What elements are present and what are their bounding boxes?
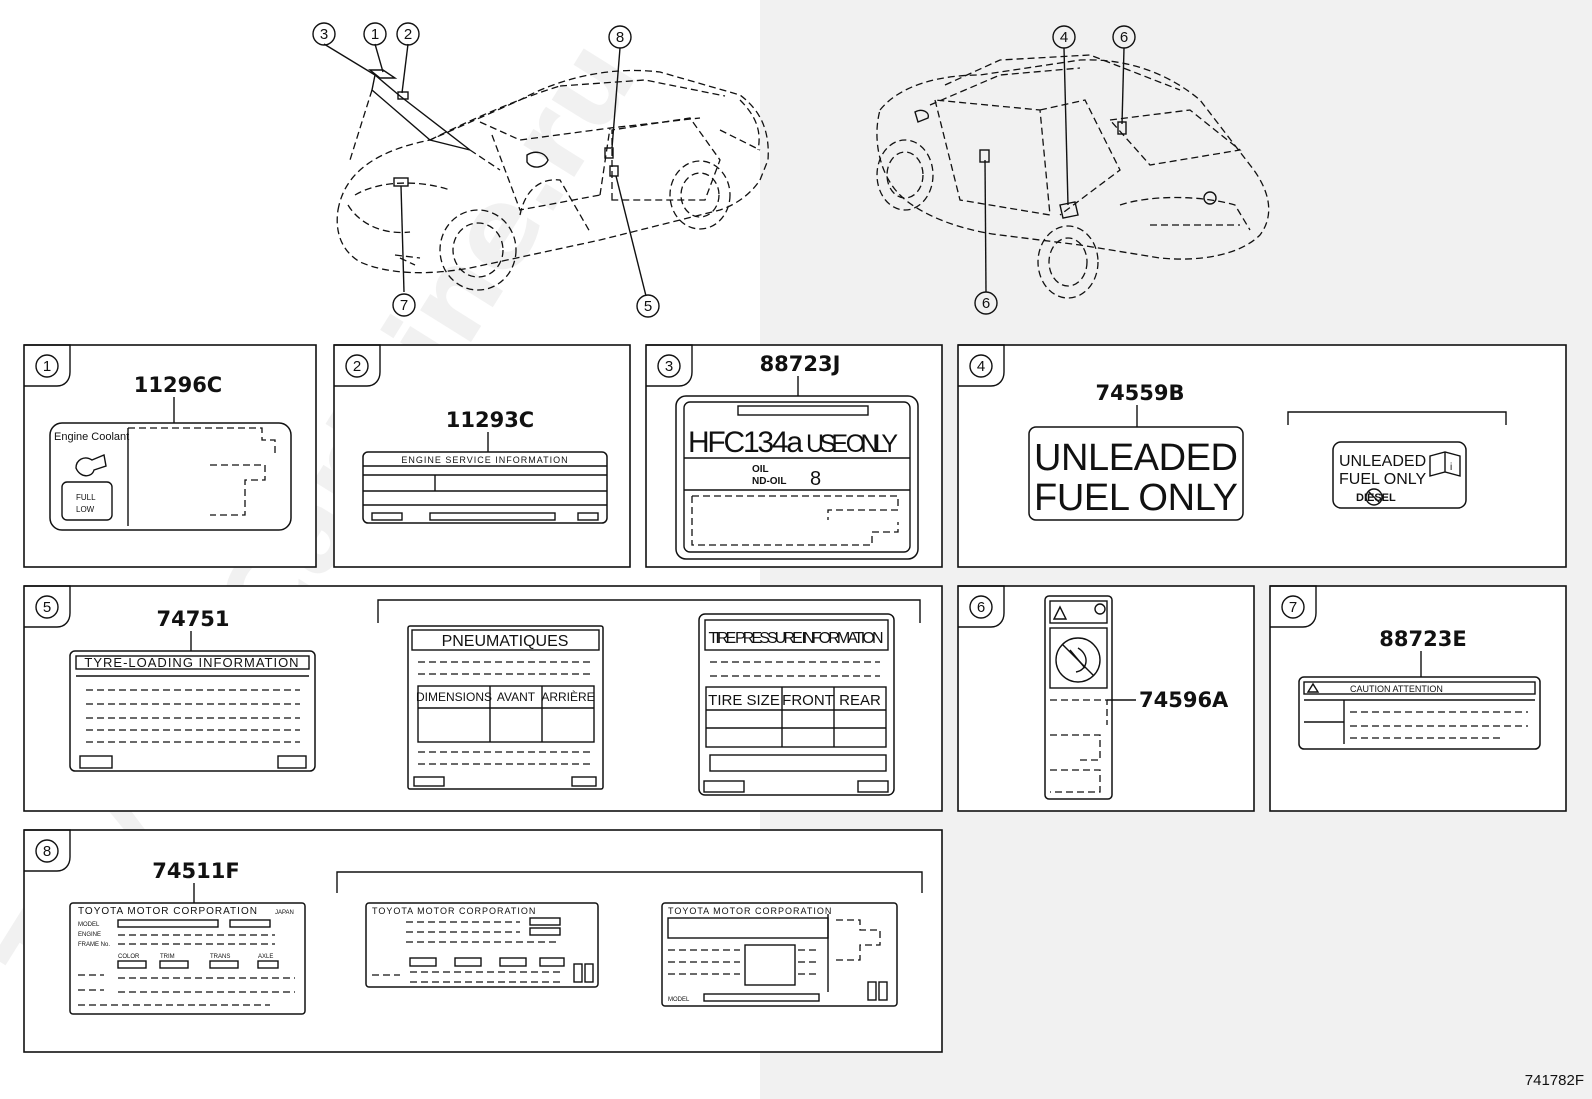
plate1-title: TOYOTA MOTOR CORPORATION <box>78 906 258 917</box>
pneu-col-arriere: ARRIÈRE <box>541 689 594 704</box>
front-car-illustration <box>336 69 769 291</box>
panel-8: 8 74511F TOYOTA MOTOR CORPORATION JAPAN … <box>23 829 943 1053</box>
callout-3: 3 <box>320 26 328 43</box>
tire-col-rear: REAR <box>839 692 881 709</box>
tire-col-size: TIRE SIZE <box>708 692 780 709</box>
pneumatiques-title: PNEUMATIQUES <box>442 633 569 650</box>
pneu-col-dimensions: DIMENSIONS <box>416 690 492 704</box>
coolant-low: LOW <box>76 505 95 514</box>
panel-7: 7 88723E CAUTION ATTENTION <box>1269 585 1567 812</box>
panel-8-number: 8 <box>43 843 51 860</box>
caution-attention-text: CAUTION ATTENTION <box>1350 684 1443 694</box>
panel-2-number: 2 <box>353 358 361 375</box>
panel-5: 5 74751 TYRE-LOADING INFORMATION PNEUMAT… <box>23 585 943 812</box>
part-74596A: 74596A <box>1139 688 1229 712</box>
pneu-col-avant: AVANT <box>497 690 536 704</box>
part-74511F: 74511F <box>152 859 239 883</box>
callout-5: 5 <box>644 298 652 315</box>
front-callouts: 3 1 2 8 7 5 <box>312 22 660 318</box>
coolant-full: FULL <box>76 493 96 502</box>
manual-i-icon: i <box>1450 462 1452 473</box>
part-11293C: 11293C <box>446 408 534 432</box>
panel-7-number: 7 <box>1289 599 1297 616</box>
engine-service-information: ENGINE SERVICE INFORMATION <box>401 455 568 465</box>
nd-oil-number: 8 <box>810 468 821 490</box>
part-74559B: 74559B <box>1095 381 1184 405</box>
plate1-japan: JAPAN <box>275 910 294 916</box>
unleaded-big: UNLEADED <box>1034 437 1238 479</box>
panel-5-number: 5 <box>43 599 51 616</box>
plate3-title: TOYOTA MOTOR CORPORATION <box>668 906 832 916</box>
panel-4-number: 4 <box>977 358 985 375</box>
part-88723E: 88723E <box>1379 627 1466 651</box>
plate1-color: COLOR <box>118 954 140 960</box>
callout-6-top: 6 <box>1120 29 1128 46</box>
callout-8: 8 <box>616 29 624 46</box>
oil-text: OIL <box>752 464 769 475</box>
callout-4: 4 <box>1060 29 1068 46</box>
diesel-text: DIESEL <box>1356 492 1396 504</box>
plate1-axle: AXLE <box>258 954 273 960</box>
plate2-title: TOYOTA MOTOR CORPORATION <box>372 906 536 916</box>
callout-1: 1 <box>371 26 379 43</box>
panel-1: 1 11296C Engine Coolant FULL LOW <box>23 344 317 568</box>
panel-2: 2 11293C ENGINE SERVICE INFORMATION <box>333 344 631 568</box>
panel-3: 3 88723J HFC134a USE ONLY OIL ND-OIL 8 <box>645 344 943 568</box>
hfc134a-text: HFC134a <box>688 426 803 459</box>
part-74751: 74751 <box>156 607 229 631</box>
tire-col-front: FRONT <box>782 692 834 709</box>
rear-car-illustration <box>876 54 1270 299</box>
fuel-only-big: FUEL ONLY <box>1034 477 1238 519</box>
callout-7: 7 <box>400 297 408 314</box>
callout-6-bottom: 6 <box>982 295 990 312</box>
part-11296C: 11296C <box>134 373 222 397</box>
fuel-only-small: FUEL ONLY <box>1339 471 1426 488</box>
part-88723J: 88723J <box>760 352 841 376</box>
rear-callouts: 4 6 6 <box>974 25 1136 315</box>
nd-oil-text: ND-OIL <box>752 476 786 487</box>
panel-6-number: 6 <box>977 599 985 616</box>
plate3-model: MODEL <box>668 997 690 1003</box>
engine-coolant-text: Engine Coolant <box>54 431 129 443</box>
use-only-text: USE ONLY <box>806 430 898 458</box>
tire-pressure-information: TIRE PRESSURE INFORMATION <box>709 630 884 647</box>
plate1-frame: FRAME No. <box>78 942 110 948</box>
tyre-loading-information: TYRE-LOADING INFORMATION <box>84 655 299 670</box>
plate1-model: MODEL <box>78 922 100 928</box>
plate1-trim: TRIM <box>160 954 175 960</box>
panel-6: 6 74596A <box>957 585 1255 812</box>
document-id: 741782F <box>1524 1072 1584 1089</box>
panel-1-number: 1 <box>43 358 51 375</box>
unleaded-small: UNLEADED <box>1339 453 1426 470</box>
plate1-trans: TRANS <box>210 954 230 960</box>
callout-2: 2 <box>404 26 412 43</box>
panel-4: 4 74559B UNLEADED FUEL ONLY UNLEADED FUE… <box>957 344 1567 568</box>
plate1-engine: ENGINE <box>78 932 101 938</box>
panel-3-number: 3 <box>665 358 673 375</box>
